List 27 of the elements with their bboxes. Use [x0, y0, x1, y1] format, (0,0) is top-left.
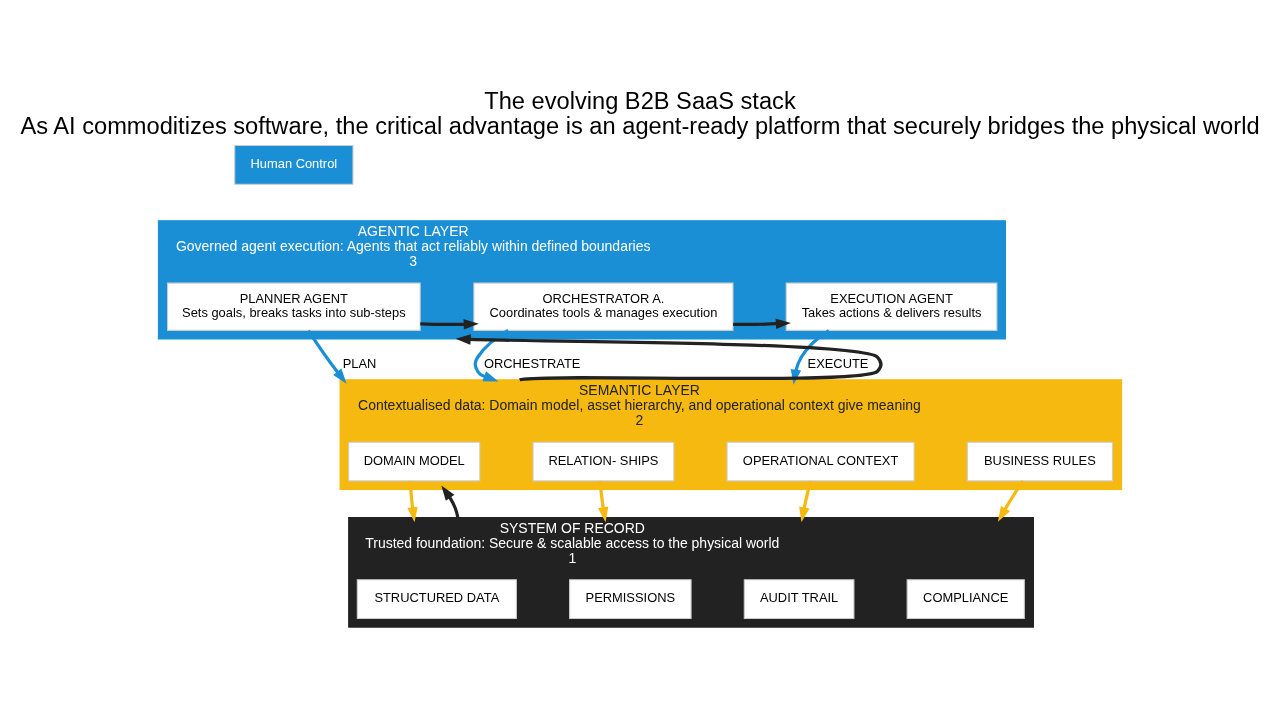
node-box: AUDIT TRAIL [743, 578, 855, 619]
arrow [420, 318, 479, 330]
arrow [441, 485, 460, 518]
node-box: PLANNER AGENT Sets goals, breaks tasks into sub-steps [167, 282, 421, 331]
node-box: COMPLIANCE [906, 578, 1025, 619]
node-box: OPERATIONAL CONTEXT [726, 441, 915, 481]
arrow [997, 479, 1025, 522]
diagram-title: The evolving B2B SaaS stack [484, 87, 796, 114]
arrow [597, 480, 609, 522]
arrow [307, 329, 347, 384]
node-box: EXECUTION AGENT Takes actions & delivers results [785, 282, 998, 331]
node-box: ORCHESTRATOR A. Coordinates tools & manages execution [473, 282, 734, 331]
node-box: RELATION- SHIPS [532, 441, 675, 481]
edge-label: EXECUTE [807, 355, 869, 371]
arrow [799, 480, 813, 522]
arrow [473, 328, 509, 382]
node-box: Human Control [234, 144, 354, 185]
arrow [407, 480, 418, 522]
arrow [790, 328, 830, 385]
node-box: DOMAIN MODEL [348, 441, 481, 481]
node-box: PERMISSIONS [569, 578, 692, 619]
arrow [455, 333, 882, 381]
edge-label: PLAN [342, 355, 377, 371]
arrow [733, 318, 791, 329]
node-box: STRUCTURED DATA [356, 578, 517, 619]
edge-label: ORCHESTRATE [483, 355, 581, 371]
node-box: BUSINESS RULES [966, 441, 1113, 481]
